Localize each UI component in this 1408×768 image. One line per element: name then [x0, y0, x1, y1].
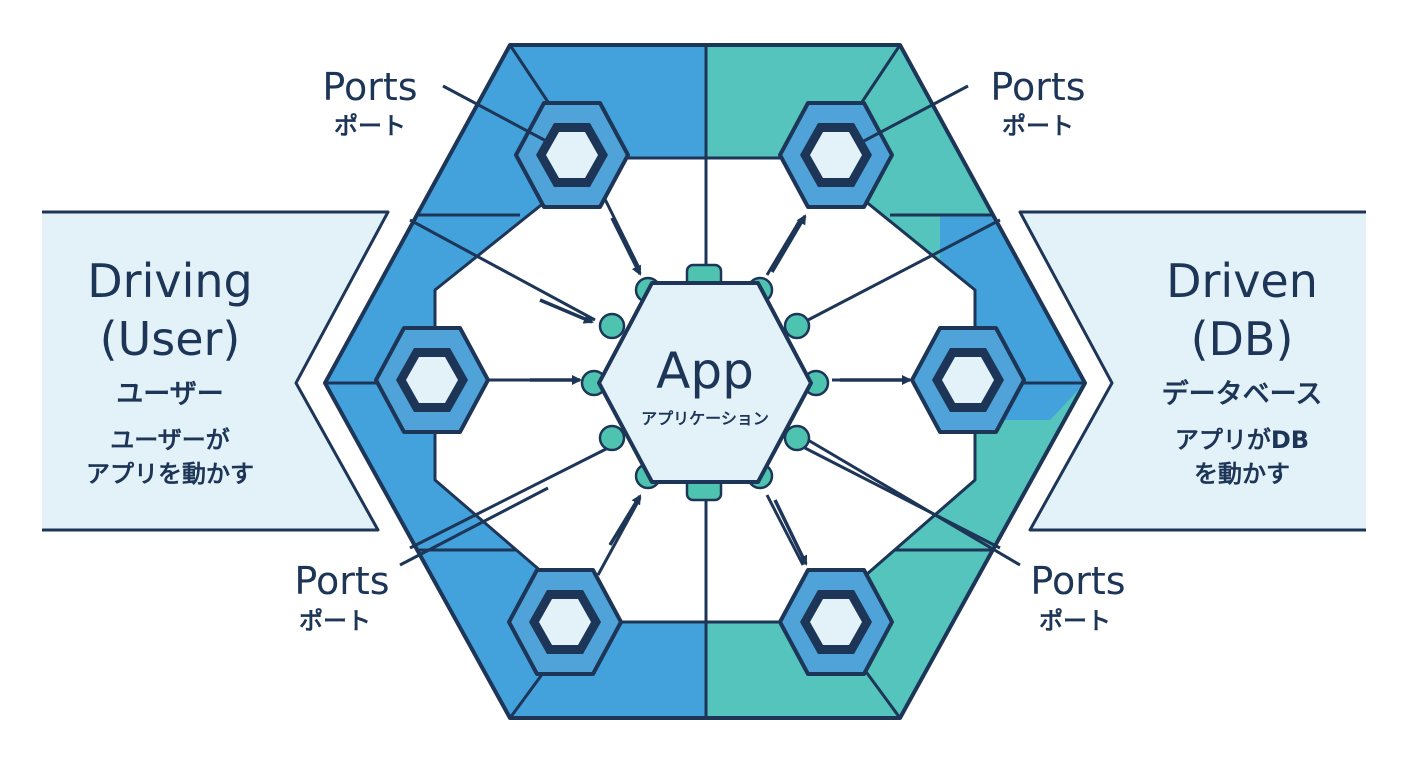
leader-top-right — [861, 84, 969, 144]
driven-title-sub: (DB) — [1191, 312, 1294, 366]
arrow-bottom-right-out — [773, 499, 808, 566]
port-label-top-right: Ports — [990, 65, 1085, 109]
driving-title: Driving — [87, 254, 252, 308]
connector-top-right — [765, 219, 802, 276]
driving-desc-line1: ユーザーが — [110, 426, 230, 454]
port-label-top-left-jp: ポート — [334, 112, 406, 140]
port-leaders — [399, 84, 1021, 567]
port-label-bottom-left: Ports — [294, 559, 389, 603]
port-label-top-left: Ports — [322, 65, 417, 109]
driving-title-sub: (User) — [100, 312, 241, 366]
arrow-bottom-left-in — [608, 494, 642, 546]
connector-right-upper — [807, 218, 1001, 322]
port-label-bottom-right-jp: ポート — [1039, 607, 1111, 635]
connector-bottom-left — [596, 497, 642, 576]
connector-right-lower — [804, 446, 1001, 550]
driving-desc-line2: アプリを動かす — [86, 460, 254, 488]
driven-panel-fill — [1020, 212, 1366, 530]
port-node-mid-right — [910, 326, 1026, 434]
driving-panel: Driving (User) ユーザー ユーザーが アプリを動かす — [42, 210, 390, 532]
app-core: App アプリケーション — [580, 263, 830, 502]
driven-panel-border — [1018, 210, 1366, 532]
leader-top-left — [442, 84, 549, 144]
driven-title: Driven — [1166, 254, 1318, 308]
port-nodes — [374, 101, 1026, 676]
arrow-top-left-in — [610, 217, 642, 276]
port-node-bottom-right — [778, 568, 894, 676]
driven-desc-line1: アプリがDB — [1175, 426, 1309, 454]
port-label-bottom-right: Ports — [1030, 559, 1125, 603]
driven-subtitle: データベース — [1162, 378, 1323, 410]
app-subtitle: アプリケーション — [641, 409, 769, 428]
port-node-mid-left — [374, 326, 490, 434]
port-labels: Ports ポート Ports ポート Ports ポート Ports ポート — [294, 65, 1125, 635]
driving-subtitle: ユーザー — [116, 379, 223, 410]
arrow-left-upper-in — [539, 298, 594, 324]
app-core-hexagon — [597, 281, 813, 484]
connector-bottom-right — [765, 494, 805, 566]
driven-panel: Driven (DB) データベース アプリがDB を動かす — [1018, 210, 1366, 532]
driving-panel-fill — [42, 212, 388, 530]
app-title: App — [656, 342, 754, 400]
port-node-top-right — [778, 101, 894, 209]
driving-panel-border — [42, 210, 390, 532]
arrow-top-right-out — [770, 214, 807, 273]
port-label-bottom-left-jp: ポート — [299, 607, 371, 635]
connector-left-upper — [409, 218, 596, 322]
leader-bottom-right — [807, 438, 1021, 567]
port-label-top-right-jp: ポート — [1002, 112, 1074, 140]
arrows — [530, 214, 912, 566]
port-node-top-left — [514, 101, 630, 209]
port-node-bottom-left — [507, 568, 623, 676]
leader-bottom-left — [399, 486, 549, 567]
connector-left-lower — [409, 446, 609, 550]
outer-hexagon-border — [323, 43, 1087, 720]
driven-desc-line2: を動かす — [1194, 460, 1290, 488]
